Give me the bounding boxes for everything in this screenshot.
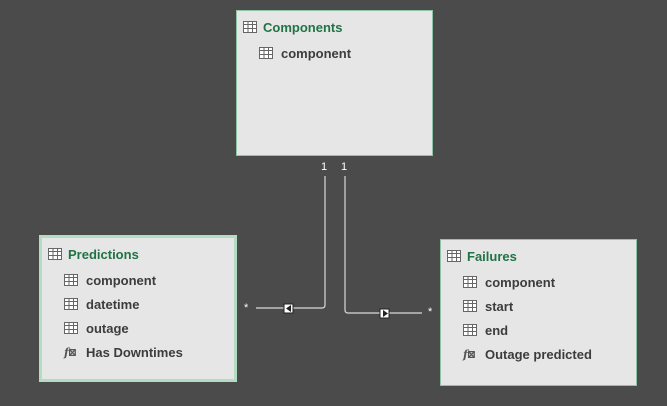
table-card-components[interactable]: Components component: [236, 10, 433, 156]
column-icon: [463, 324, 477, 336]
field-label: component: [485, 274, 556, 290]
measure-has-downtimes[interactable]: f⊠ Has Downtimes: [42, 340, 234, 364]
column-icon: [64, 298, 78, 310]
field-outage[interactable]: outage: [42, 316, 234, 340]
relationship-line-failures[interactable]: [344, 176, 422, 314]
field-end[interactable]: end: [441, 318, 636, 342]
table-title: Components: [263, 19, 343, 35]
table-icon: [447, 250, 461, 262]
table-header-components[interactable]: Components: [237, 11, 432, 41]
column-icon: [259, 47, 273, 59]
table-icon: [48, 248, 62, 260]
table-title: Predictions: [68, 246, 139, 262]
table-card-failures[interactable]: Failures component start end f⊠ Outage p…: [440, 239, 637, 386]
fx-measure-icon: f⊠: [64, 345, 77, 359]
column-icon: [64, 274, 78, 286]
column-icon: [64, 322, 78, 334]
table-icon: [243, 21, 257, 33]
filter-direction-icon-failures: [379, 308, 390, 319]
filter-direction-icon-predictions: [283, 303, 294, 314]
table-card-predictions[interactable]: Predictions component datetime outage f⊠…: [39, 235, 237, 382]
cardinality-many-predictions: *: [244, 302, 249, 314]
table-header-predictions[interactable]: Predictions: [42, 238, 234, 268]
measure-label: Outage predicted: [485, 346, 592, 362]
field-label: start: [485, 298, 514, 314]
cardinality-many-failures: *: [428, 306, 433, 318]
field-label: outage: [86, 320, 129, 336]
column-icon: [463, 276, 477, 288]
measure-outage-predicted[interactable]: f⊠ Outage predicted: [441, 342, 636, 366]
field-component[interactable]: component: [42, 268, 234, 292]
field-component[interactable]: component: [441, 270, 636, 294]
relationship-line-predictions[interactable]: [256, 176, 326, 309]
column-icon: [463, 300, 477, 312]
cardinality-one-predictions: 1: [321, 161, 328, 173]
table-header-failures[interactable]: Failures: [441, 240, 636, 270]
cardinality-one-failures: 1: [341, 161, 348, 173]
field-label: end: [485, 322, 509, 338]
field-label: datetime: [86, 296, 140, 312]
field-start[interactable]: start: [441, 294, 636, 318]
table-title: Failures: [467, 248, 517, 264]
measure-label: Has Downtimes: [86, 344, 183, 360]
field-datetime[interactable]: datetime: [42, 292, 234, 316]
field-label: component: [86, 272, 157, 288]
field-label: component: [281, 45, 352, 61]
field-component[interactable]: component: [237, 41, 432, 65]
fx-measure-icon: f⊠: [463, 347, 476, 361]
